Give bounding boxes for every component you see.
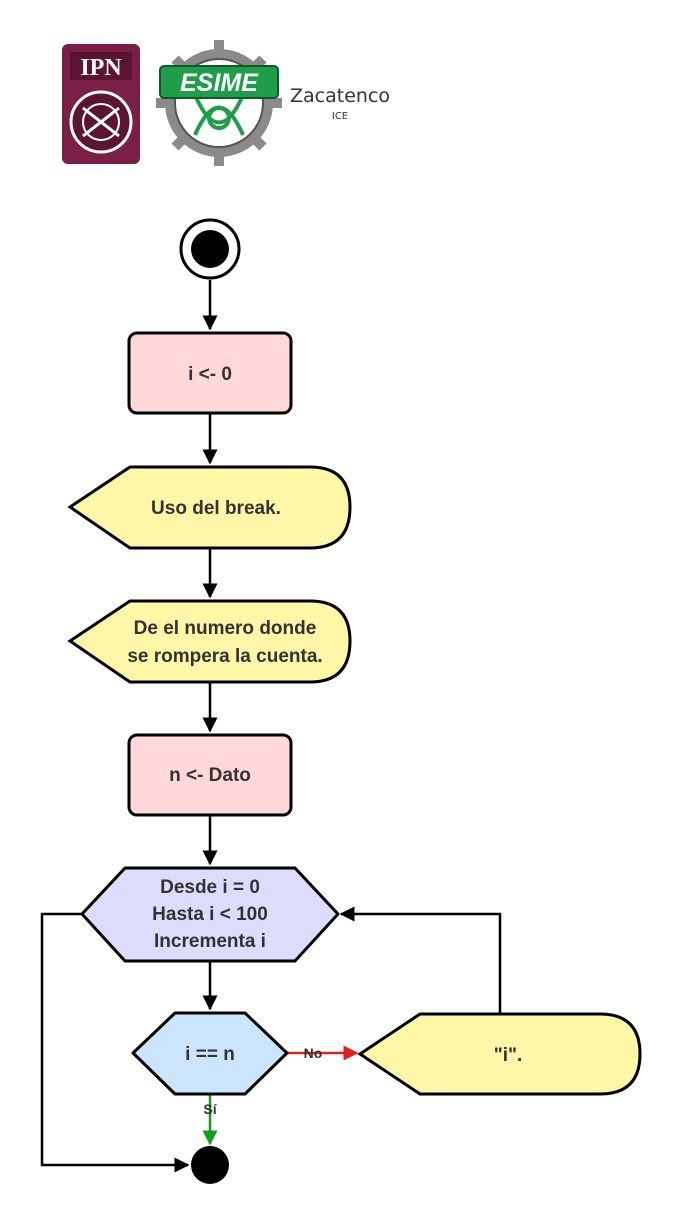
start-node: [179, 218, 241, 280]
edge-loop-exit: [40, 912, 190, 1173]
loop-line3: Incrementa i: [154, 931, 266, 952]
edge-output-back-to-loop: [339, 906, 502, 1013]
display-message-label: Uso del break.: [151, 498, 281, 519]
ipn-logo: IPN: [62, 44, 140, 164]
esime-logo: ESIME: [156, 40, 282, 166]
display-prompt: De el numero donde se rompera la cuenta.: [67, 599, 352, 684]
loop-hexagon: Desde i = 0 Hasta i < 100 Incrementa i: [80, 866, 340, 963]
edge-label-yes: Sí: [203, 1101, 217, 1117]
process-init-label: i <- 0: [188, 364, 232, 385]
decision-label: i == n: [185, 1044, 235, 1065]
edges: [40, 280, 502, 1173]
process-input-label: n <- Dato: [169, 765, 251, 786]
ipn-logo-text: IPN: [80, 55, 122, 81]
display-output: "i".: [357, 1012, 642, 1096]
loop-line1: Desde i = 0: [160, 877, 260, 898]
decision-diamond: i == n: [131, 1011, 289, 1096]
esime-logo-text: ESIME: [180, 69, 259, 97]
display-output-label: "i".: [494, 1045, 523, 1066]
process-init: i <- 0: [127, 331, 293, 415]
loop-line2: Hasta i < 100: [152, 904, 268, 925]
process-input: n <- Dato: [127, 733, 293, 817]
display-prompt-line1: De el numero donde: [134, 618, 317, 639]
edge-label-no: No: [304, 1045, 323, 1061]
program-name: ICE: [332, 111, 348, 122]
end-node: [191, 1146, 229, 1184]
campus-name: Zacatenco: [290, 85, 390, 107]
display-prompt-line2: se rompera la cuenta.: [127, 646, 322, 667]
display-message: Uso del break.: [67, 465, 352, 550]
